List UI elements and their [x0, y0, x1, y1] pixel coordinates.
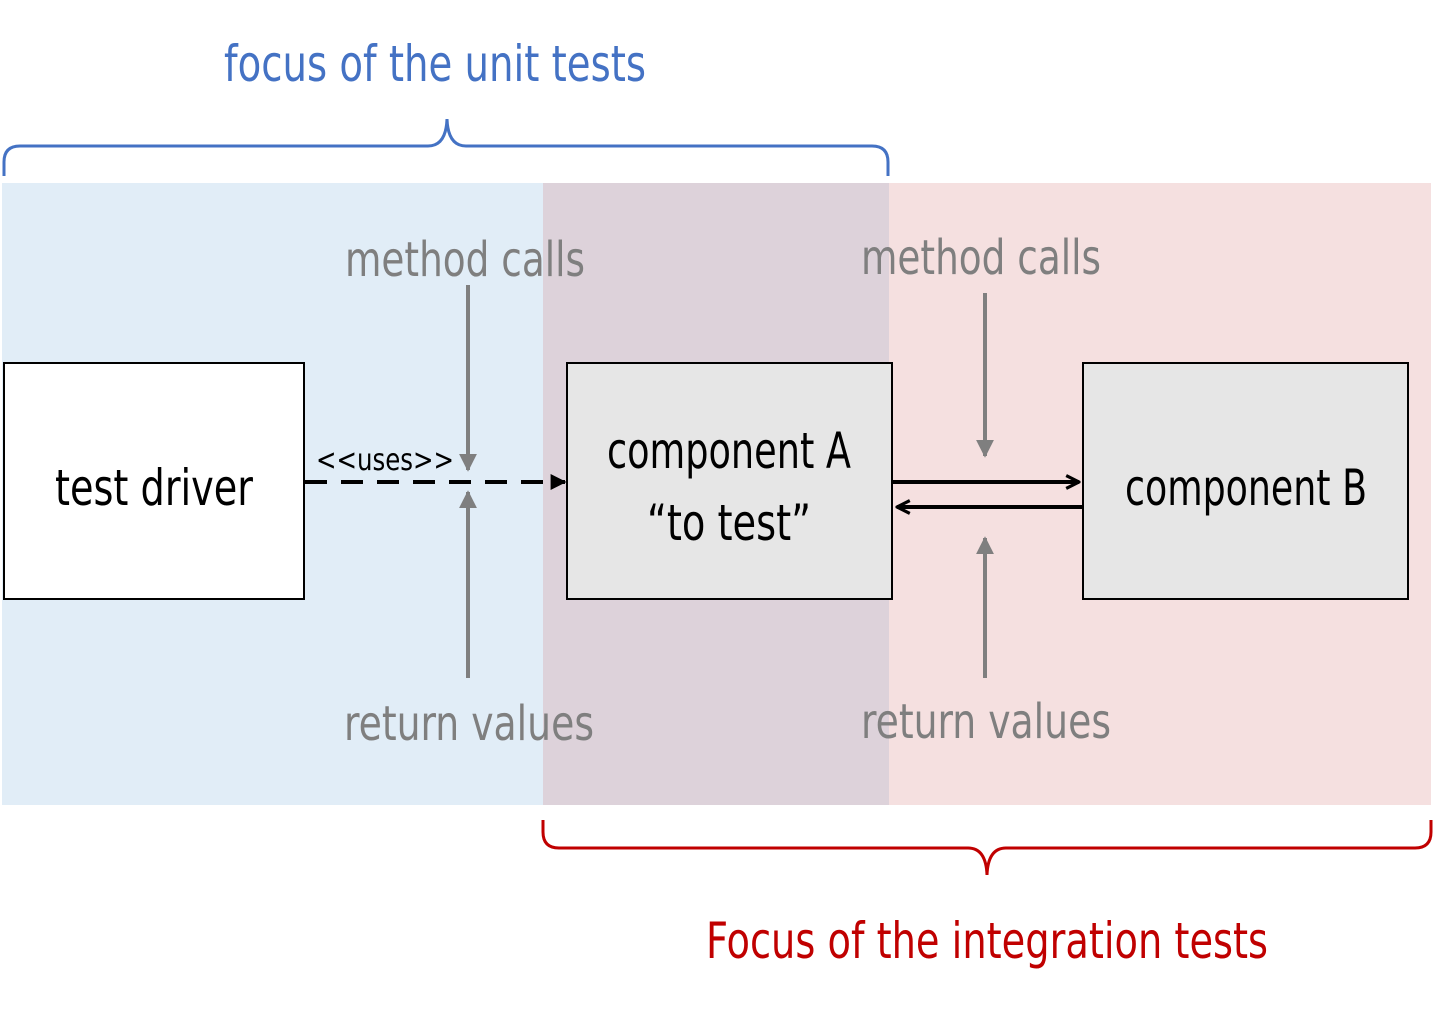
component-a-sublabel: “to test” — [647, 494, 811, 552]
component-a-label: component A — [607, 422, 851, 480]
right-method-calls-label: method calls — [861, 230, 1101, 286]
left-return-values-label: return values — [344, 696, 594, 752]
uses-label: <<uses>> — [316, 443, 454, 478]
integration-focus-brace — [541, 820, 1433, 876]
component-b-box — [1082, 362, 1409, 600]
left-method-calls-label: method calls — [345, 232, 585, 288]
integration-focus-label: Focus of the integration tests — [706, 912, 1268, 970]
component-a-box — [566, 362, 893, 600]
test-driver-label: test driver — [55, 459, 253, 517]
component-b-label: component B — [1125, 459, 1367, 517]
unit-focus-label: focus of the unit tests — [224, 35, 646, 93]
unit-focus-brace — [2, 118, 890, 176]
right-return-values-label: return values — [861, 694, 1111, 750]
test-driver-box — [3, 362, 305, 600]
